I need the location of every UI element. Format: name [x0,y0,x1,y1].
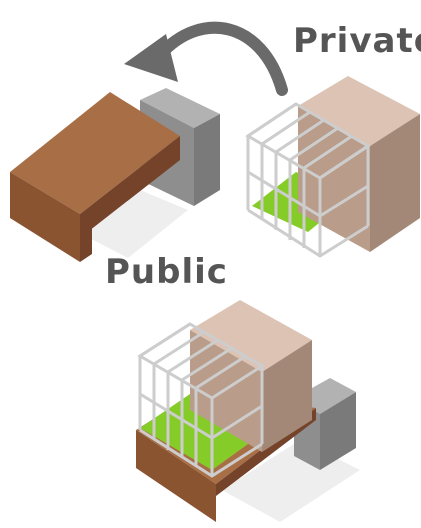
public-label: Public [105,252,228,292]
curved-arrow-icon [124,21,288,96]
private-label: Private [293,21,421,61]
private-cage-block [245,76,420,258]
public-bench-block [10,88,220,262]
combined-bench-cage-block [136,300,360,522]
